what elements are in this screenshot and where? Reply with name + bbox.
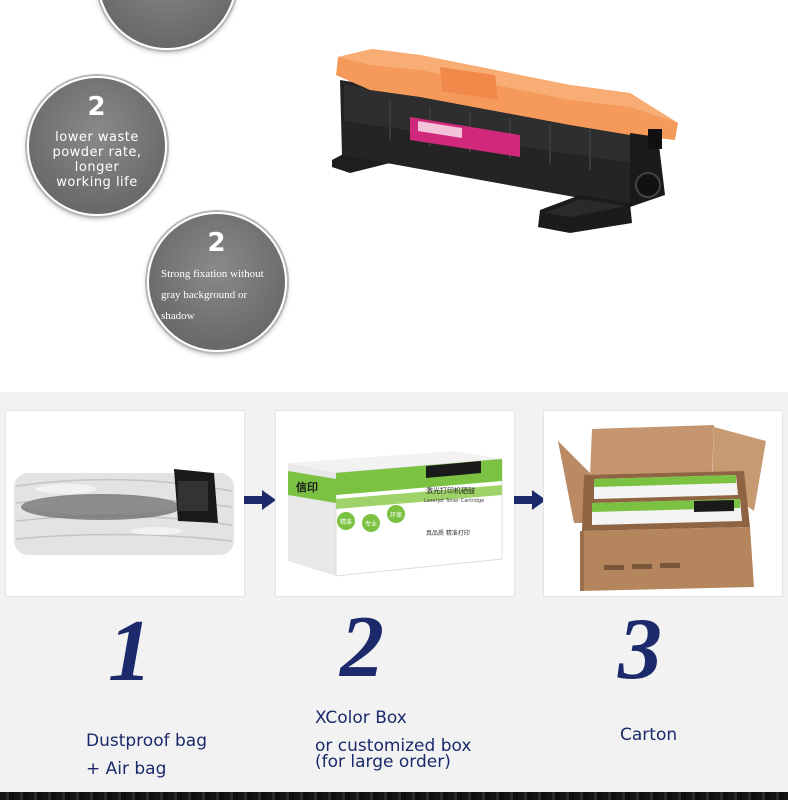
feature-bubble-3: 2 Strong fixation without gray backgroun… [147,212,287,352]
packaging-section: 精准 专业 环保 信印 激光打印机硒鼓 Laserjet Toner Cartr… [0,392,788,800]
feature-number: 2 [87,92,107,122]
bottom-strip [0,792,788,800]
box-title: 激光打印机硒鼓 [426,486,475,495]
feature-number: 2 [207,228,227,258]
feature-text: Strong fixation without gray background … [161,268,264,322]
caption-line: Dustproof bag [86,731,207,751]
step-number-1: 1 [108,603,152,700]
caption-line: + Air bag [86,759,167,779]
arrow-right-icon [514,490,546,510]
caption-color-box: XColor Box or customized box (for large … [315,708,472,772]
caption-dustproof-bag: Dustproof bag + Air bag [86,727,207,783]
color-box-panel: 精准 专业 环保 信印 激光打印机硒鼓 Laserjet Toner Cartr… [275,410,515,597]
box-badge: 专业 [365,520,377,528]
color-box-image: 精准 专业 环保 信印 激光打印机硒鼓 Laserjet Toner Cartr… [288,451,503,577]
box-badge: 环保 [390,511,402,519]
box-subtitle: Laserjet Toner Cartridge [424,498,484,504]
box-brand: 信印 [296,480,318,494]
caption-carton: Carton [620,721,677,749]
box-badge: 精准 [340,518,352,526]
feature-text: lower waste powder rate, longer working … [52,130,142,190]
step-number-2: 2 [340,599,384,696]
air-bag-panel [5,410,245,597]
box-slogan: 真品质 精准打印 [426,529,470,537]
carton-panel [543,410,783,597]
caption-line: or customized box [315,736,472,756]
caption-line: (for large order) [315,752,451,772]
arrow-right-icon [244,490,276,510]
feature-bubble-2: 2 lower waste powder rate, longer workin… [27,76,167,216]
caption-line: XColor Box [315,708,407,728]
carton-image [558,425,766,591]
air-bag-image [14,469,234,555]
caption-line: Carton [620,725,678,745]
step-number-3: 3 [618,601,662,698]
feature-bubble-1 [97,0,237,50]
toner-cartridge-image [332,49,678,233]
